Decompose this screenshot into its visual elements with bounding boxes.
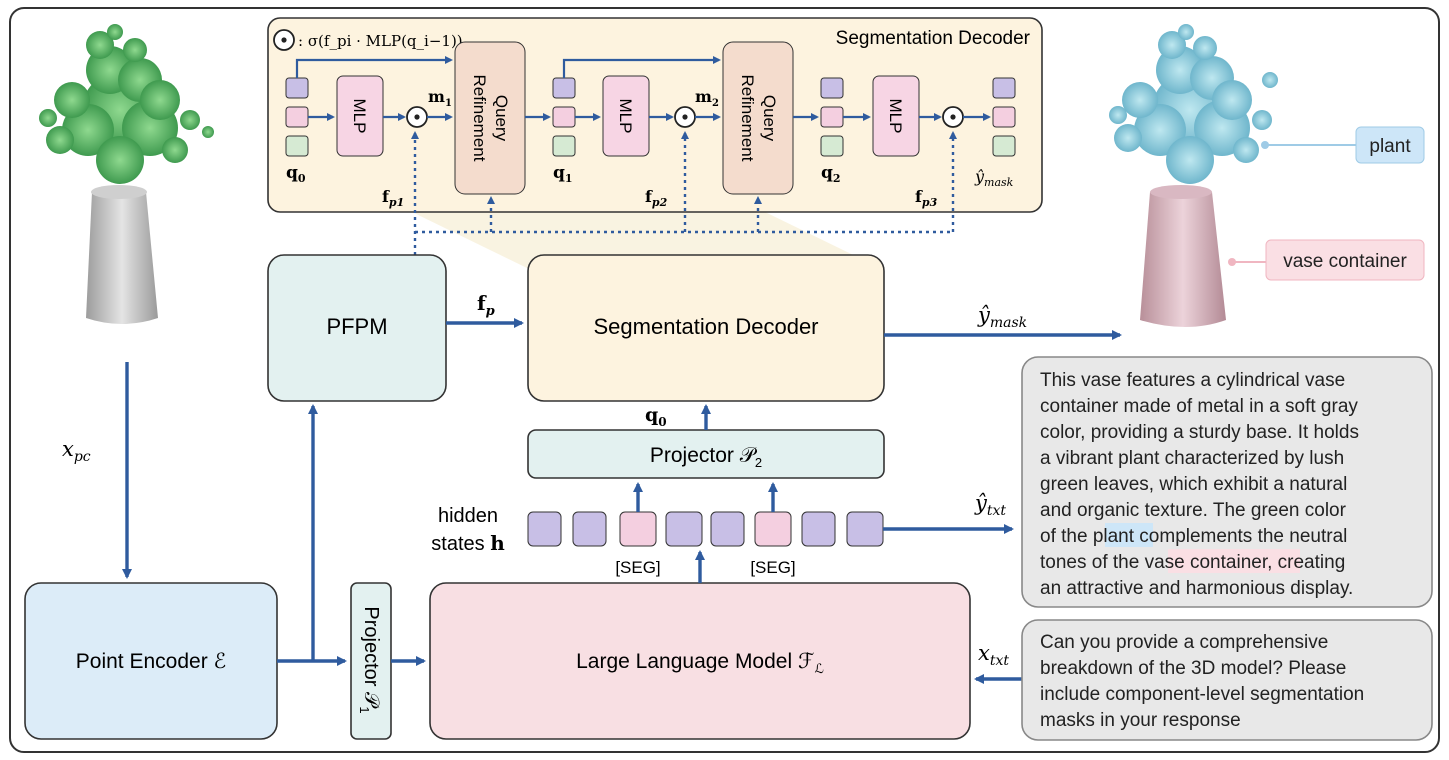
q2-token-1 [820, 77, 844, 99]
formula-text: : σ(f_pi · MLP(q_i−1)) [298, 32, 463, 50]
segmentation-decoder-block [527, 254, 885, 402]
decoder-detail-title: Segmentation Decoder [836, 28, 1031, 49]
question-text: Can you provide a comprehensive breakdow… [1040, 632, 1364, 731]
segmentation-decoder-label: Segmentation Decoder [593, 314, 818, 339]
svg-text:tones of the vase container, c: tones of the vase container, creating [1040, 552, 1345, 573]
zoom-funnel [412, 212, 880, 268]
query-refinement-1 [454, 41, 526, 195]
hidden-token-7 [801, 511, 836, 547]
mask-token-3 [992, 135, 1016, 157]
hidden-token-seg-2 [754, 511, 792, 547]
segmented-point-cloud-image [1109, 24, 1278, 327]
q1-token-2 [552, 106, 576, 128]
svg-text:include component-level segmen: include component-level segmentation [1040, 684, 1364, 705]
svg-text:breakdown of the 3D model? Ple: breakdown of the 3D model? Please [1040, 658, 1346, 679]
q1-detail-label: q1 [553, 163, 573, 185]
fp2-label: fp2 [645, 187, 668, 209]
hidden-token-1 [527, 511, 562, 547]
projector1-label: Projector 𝒫1 [357, 606, 382, 713]
hidden-token-seg-1 [619, 511, 657, 547]
svg-text:masks in your response: masks in your response [1040, 710, 1241, 731]
hidden-state-tokens [527, 511, 884, 547]
input-point-cloud-image [39, 24, 214, 324]
ytxt-label: ŷtxt [974, 491, 1006, 519]
q0-token-3 [285, 135, 309, 157]
q2-token-2 [820, 106, 844, 128]
ymask-detail-label: ŷmask [974, 167, 1014, 189]
vase-leader-dot [1228, 258, 1236, 266]
query-refinement-2 [722, 41, 794, 195]
ymask-label: ŷmask [977, 303, 1027, 331]
projector2-label: Projector 𝒫2 [650, 444, 762, 470]
svg-text:QueryRefinement: QueryRefinement [738, 75, 779, 162]
pfpm-label: PFPM [326, 314, 387, 339]
vase-label: vase container [1283, 251, 1407, 272]
vase-label-box [1265, 239, 1425, 281]
hidden-token-8 [846, 511, 884, 547]
svg-text:QueryRefinement: QueryRefinement [470, 75, 511, 162]
plant-highlight [1105, 523, 1153, 547]
m2-label: m2 [695, 87, 719, 109]
main-flow-arrows [122, 318, 1122, 684]
feature-dotted-lines [411, 131, 957, 255]
vase-highlight [1168, 549, 1300, 573]
svg-text:green leaves, which exhibit a: green leaves, which exhibit a natural [1040, 474, 1347, 495]
svg-text:of the plant complements the n: of the plant complements the neutral [1040, 526, 1347, 547]
xpc-label: xpc [62, 437, 91, 465]
fp1-label: fp1 [382, 187, 404, 209]
response-text: This vase features a cylindrical vase co… [1040, 370, 1359, 599]
svg-text:a vibrant plant characterized: a vibrant plant characterized by lush [1040, 448, 1344, 469]
hidden-states-label-line2: states h [431, 531, 505, 555]
fp3-label: fp3 [915, 187, 938, 209]
point-encoder-label: Point Encoder ℰ [76, 650, 226, 673]
q1-token-3 [552, 135, 576, 157]
svg-text:MLP: MLP [350, 99, 369, 134]
hidden-states-label-line1: hidden [438, 505, 498, 527]
svg-text:MLP: MLP [616, 99, 635, 134]
pfpm-block [267, 254, 447, 402]
plant-label: plant [1369, 136, 1411, 157]
llm-label: Large Language Model ℱℒ [576, 650, 824, 676]
svg-text:an attractive and harmonious d: an attractive and harmonious display. [1040, 578, 1353, 599]
mask-token-1 [992, 77, 1016, 99]
seg-token-label-1: [SEG] [615, 558, 660, 577]
q1-token-1 [552, 77, 576, 99]
plant-label-box [1355, 126, 1425, 164]
mask-token-2 [992, 106, 1016, 128]
decoder-detail-arrows [295, 56, 991, 121]
q2-detail-label: q2 [821, 163, 841, 185]
svg-text:Can you provide a comprehensiv: Can you provide a comprehensive [1040, 632, 1328, 653]
q0-detail-label: q0 [286, 163, 306, 185]
svg-text:This vase features a cylindric: This vase features a cylindrical vase [1040, 370, 1345, 391]
svg-text:and organic texture. The green: and organic texture. The green color [1040, 500, 1347, 521]
plant-leader-dot [1261, 141, 1269, 149]
q0-label: q0 [645, 404, 667, 429]
q2-token-3 [820, 135, 844, 157]
q0-token-1 [285, 77, 309, 99]
svg-text:color, providing a sturdy base: color, providing a sturdy base. It holds [1040, 422, 1359, 443]
hidden-token-4 [665, 511, 703, 547]
seg-token-label-2: [SEG] [750, 558, 795, 577]
svg-text:container made of metal in a s: container made of metal in a soft gray [1040, 396, 1358, 417]
xtxt-label: xtxt [978, 641, 1009, 669]
hidden-token-5 [710, 511, 745, 547]
q0-token-2 [285, 106, 309, 128]
svg-text:MLP: MLP [886, 99, 905, 134]
fp-label: fp [477, 291, 495, 319]
question-text-box [1021, 619, 1433, 741]
m1-label: m1 [428, 87, 452, 109]
hidden-token-2 [572, 511, 607, 547]
